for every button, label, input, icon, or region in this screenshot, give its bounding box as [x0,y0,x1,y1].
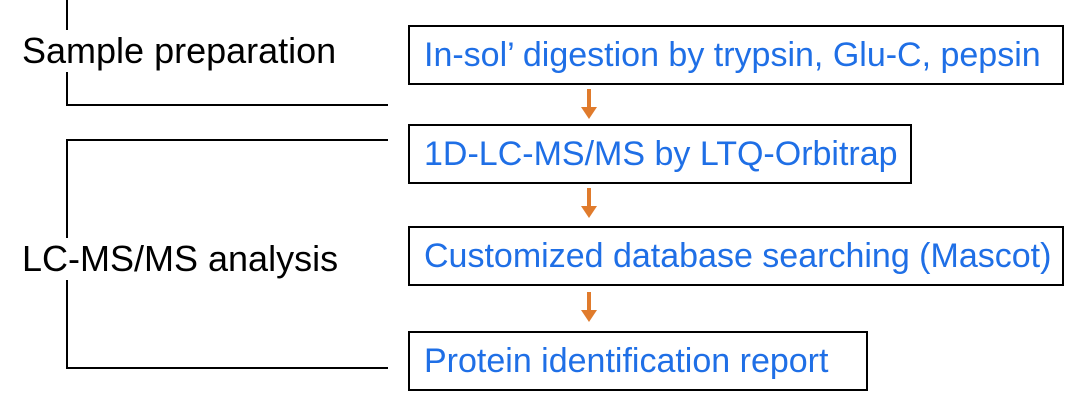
down-arrow-3 [581,292,597,324]
step-digestion: In-sol’ digestion by trypsin, Glu-C, pep… [408,25,1064,85]
stage-label-sample-preparation: Sample preparation [18,30,341,72]
step-lcms: 1D-LC-MS/MS by LTQ-Orbitrap [408,124,912,184]
stage-label-lcms-analysis: LC-MS/MS analysis [18,238,343,280]
step-protein-report: Protein identification report [408,331,868,391]
step-database-searching: Customized database searching (Mascot) [408,226,1064,286]
down-arrow-2 [581,188,597,220]
down-arrow-1 [581,89,597,121]
